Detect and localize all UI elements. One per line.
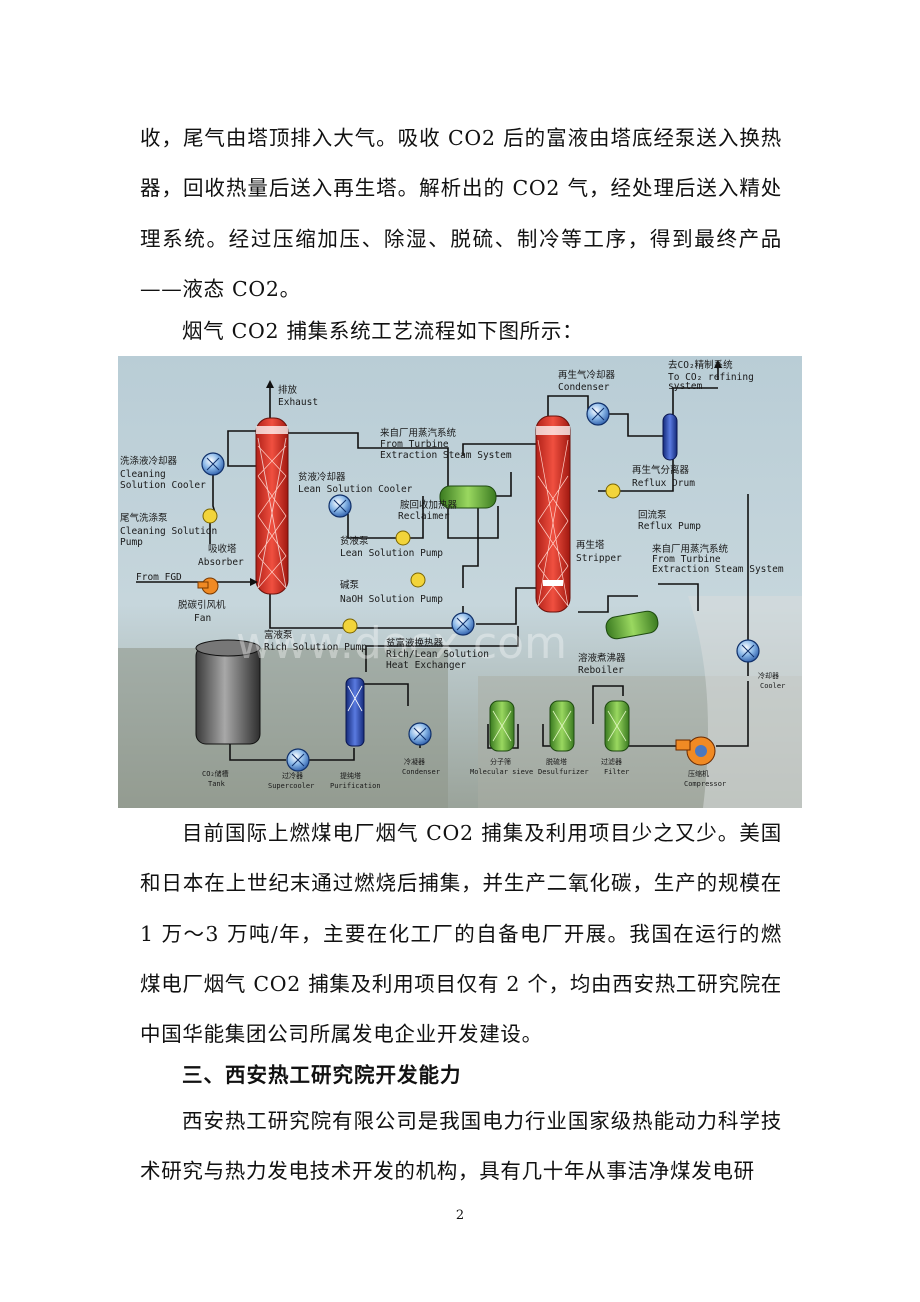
label-cleaning-cooler-en2: Solution Cooler [120,480,206,491]
label-filter-cn: 过滤器 [601,757,622,766]
label-fan-cn: 脱碳引风机 [178,599,226,611]
label-rich-pump-cn: 富液泵 [264,629,293,641]
label-cleaning-pump-en2: Pump [120,537,143,548]
co2-capture-process-diagram: www.docx.com 排放 Exhaust 洗涤液冷却器 Cleaning … [118,356,802,808]
cooling-tower-silhouette [688,596,802,808]
label-refining-en1: To CO₂ refining [668,372,754,383]
label-reboiler-en: Reboiler [578,665,624,676]
label-refining-cn: 去CO₂精制系统 [668,359,733,371]
reclaimer-vessel [439,485,497,509]
label-condenser-low-cn: 冷凝器 [404,757,425,766]
label-steam2-cn: 来自厂用蒸汽系统 [652,543,729,555]
pumps [202,483,621,634]
label-sieve-cn: 分子筛 [490,757,511,766]
label-purification-en: Purification [330,782,381,790]
label-exhaust-en: Exhaust [278,397,318,408]
label-cleaning-cooler-cn: 洗涤液冷却器 [120,455,178,467]
label-hx-en1: Rich/Lean Solution [386,649,489,660]
label-supercooler-cn: 过冷器 [282,771,303,780]
label-stripper-cn: 再生塔 [576,539,605,551]
label-hx-cn: 贫富液换热器 [386,637,444,649]
label-condenser-top-cn: 再生气冷却器 [558,369,616,381]
purification-column [345,677,365,747]
section-heading: 三、西安热工研究院开发能力 [182,1063,462,1087]
lean-pump-icon [395,530,411,546]
fan-icon [197,577,219,595]
label-reflux-drum-en: Reflux Drum [632,478,695,489]
rich-pump-icon [342,618,358,634]
label-rich-pump-en: Rich Solution Pump [264,642,367,653]
label-cleaning-pump-en1: Cleaning Solution [120,526,217,537]
label-cleaning-cooler-en1: Cleaning [120,469,166,480]
reboiler-vessel [605,610,659,640]
label-absorber-en: Absorber [198,557,244,568]
label-reflux-pump-en: Reflux Pump [638,521,701,532]
label-cooler-en: Cooler [760,682,785,690]
label-steam2-en1: From Turbine [652,554,721,565]
label-purification-cn: 提纯塔 [340,771,361,780]
label-reboiler-cn: 溶液煮沸器 [578,652,626,664]
label-filter-en: Filter [604,768,629,776]
figure-intro: 烟气 CO2 捕集系统工艺流程如下图所示： [182,319,584,343]
label-from-fgd: From FGD [136,572,182,583]
label-steam-en1: From Turbine [380,439,449,450]
label-exhaust-cn: 排放 [278,384,298,396]
label-lean-cooler-en: Lean Solution Cooler [298,484,413,495]
label-sieve-en: Molecular sieve [470,768,533,776]
label-reflux-pump-cn: 回流泵 [638,509,667,521]
label-steam2-en2: Extraction Steam System [652,564,784,575]
paragraph-institute: 西安热工研究院有限公司是我国电力行业国家级热能动力科学技术研究与热力发电技术开发… [140,1109,782,1184]
watermark-text: www.docx.com [236,618,567,669]
label-lean-cooler-cn: 贫液冷却器 [298,471,346,483]
label-reclaimer-en: Reclaimer [398,511,450,522]
label-cooler-cn: 冷却器 [758,671,779,680]
cleaning-pump-icon [202,508,218,524]
stripper-tower [535,415,571,613]
absorber-tower [255,417,289,595]
reflux-pump-icon [605,483,621,499]
label-condenser-low-en: Condenser [402,768,440,776]
naoh-pump-icon [410,572,426,588]
compressor-icon [675,736,716,766]
label-supercooler-en: Supercooler [268,782,314,790]
molecular-sieve-vessel [489,700,515,752]
label-lean-pump-cn: 贫液泵 [340,535,369,547]
label-tank-cn: CO₂储槽 [202,769,229,778]
label-cleaning-pump-cn: 尾气洗涤泵 [120,512,168,524]
label-reclaimer-cn: 胺回收加热器 [400,499,458,511]
label-steam-en2: Extraction Steam System [380,450,512,461]
label-compressor-en: Compressor [684,780,726,788]
label-hx-en2: Heat Exchanger [386,660,466,671]
label-steam-cn: 来自厂用蒸汽系统 [380,427,457,439]
page-number: 2 [455,1208,465,1223]
label-refining-en2: system [668,381,703,392]
co2-storage-tank [195,639,261,745]
reflux-drum-vessel [662,413,678,461]
label-condenser-top-en: Condenser [558,382,610,393]
filter-vessel [604,700,630,752]
plant-building-silhouette [118,648,448,808]
label-desulf-cn: 脱硫塔 [546,757,567,766]
label-naoh-pump-en: NaOH Solution Pump [340,594,443,605]
label-reflux-drum-cn: 再生气分离器 [632,464,690,476]
label-absorber-cn: 吸收塔 [208,543,237,555]
label-fan-en: Fan [194,613,211,624]
label-compressor-cn: 压缩机 [688,769,709,778]
desulfurizer-vessel [549,700,575,752]
label-tank-en: Tank [208,780,226,788]
label-stripper-en: Stripper [576,553,622,564]
label-desulf-en: Desulfurizer [538,768,589,776]
label-lean-pump-en: Lean Solution Pump [340,548,443,559]
paragraph-continued: 收，尾气由塔顶排入大气。吸收 CO2 后的富液由塔底经泵送入换热器，回收热量后送… [140,126,782,301]
paragraph-international-status: 目前国际上燃煤电厂烟气 CO2 捕集及利用项目少之又少。美国和日本在上世纪末通过… [140,821,782,1047]
flow-arrows [250,360,722,586]
label-naoh-pump-cn: 碱泵 [340,580,360,591]
